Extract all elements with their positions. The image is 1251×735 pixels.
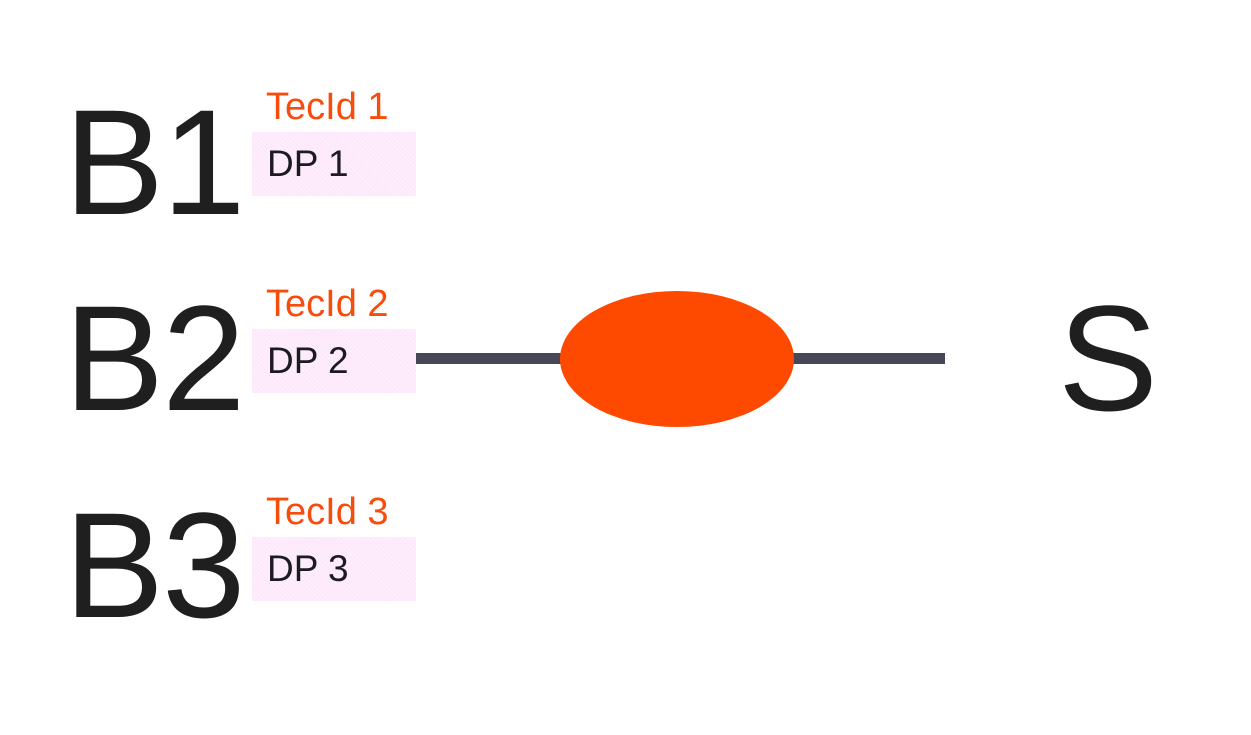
wire-right-segment [792,353,945,364]
relay-ellipse[interactable] [560,291,794,427]
dp-box-b3: DP 3 [252,537,416,601]
node-label-s: S [1058,274,1158,442]
tec-label-b3: TecId 3 [266,491,389,533]
dp-label-b3: DP 3 [267,548,349,589]
dp-box-b2: DP 2 [252,329,416,393]
node-label-b2: B2 [64,274,245,442]
dp-label-b2: DP 2 [267,340,349,381]
tec-label-b1: TecId 1 [266,86,389,128]
tec-label-b2: TecId 2 [266,283,389,325]
dp-label-b1: DP 1 [267,143,349,184]
wire-left-segment [416,353,562,364]
node-label-b3: B3 [64,481,245,649]
dp-box-b1: DP 1 [252,132,416,196]
node-label-b1: B1 [64,78,245,246]
